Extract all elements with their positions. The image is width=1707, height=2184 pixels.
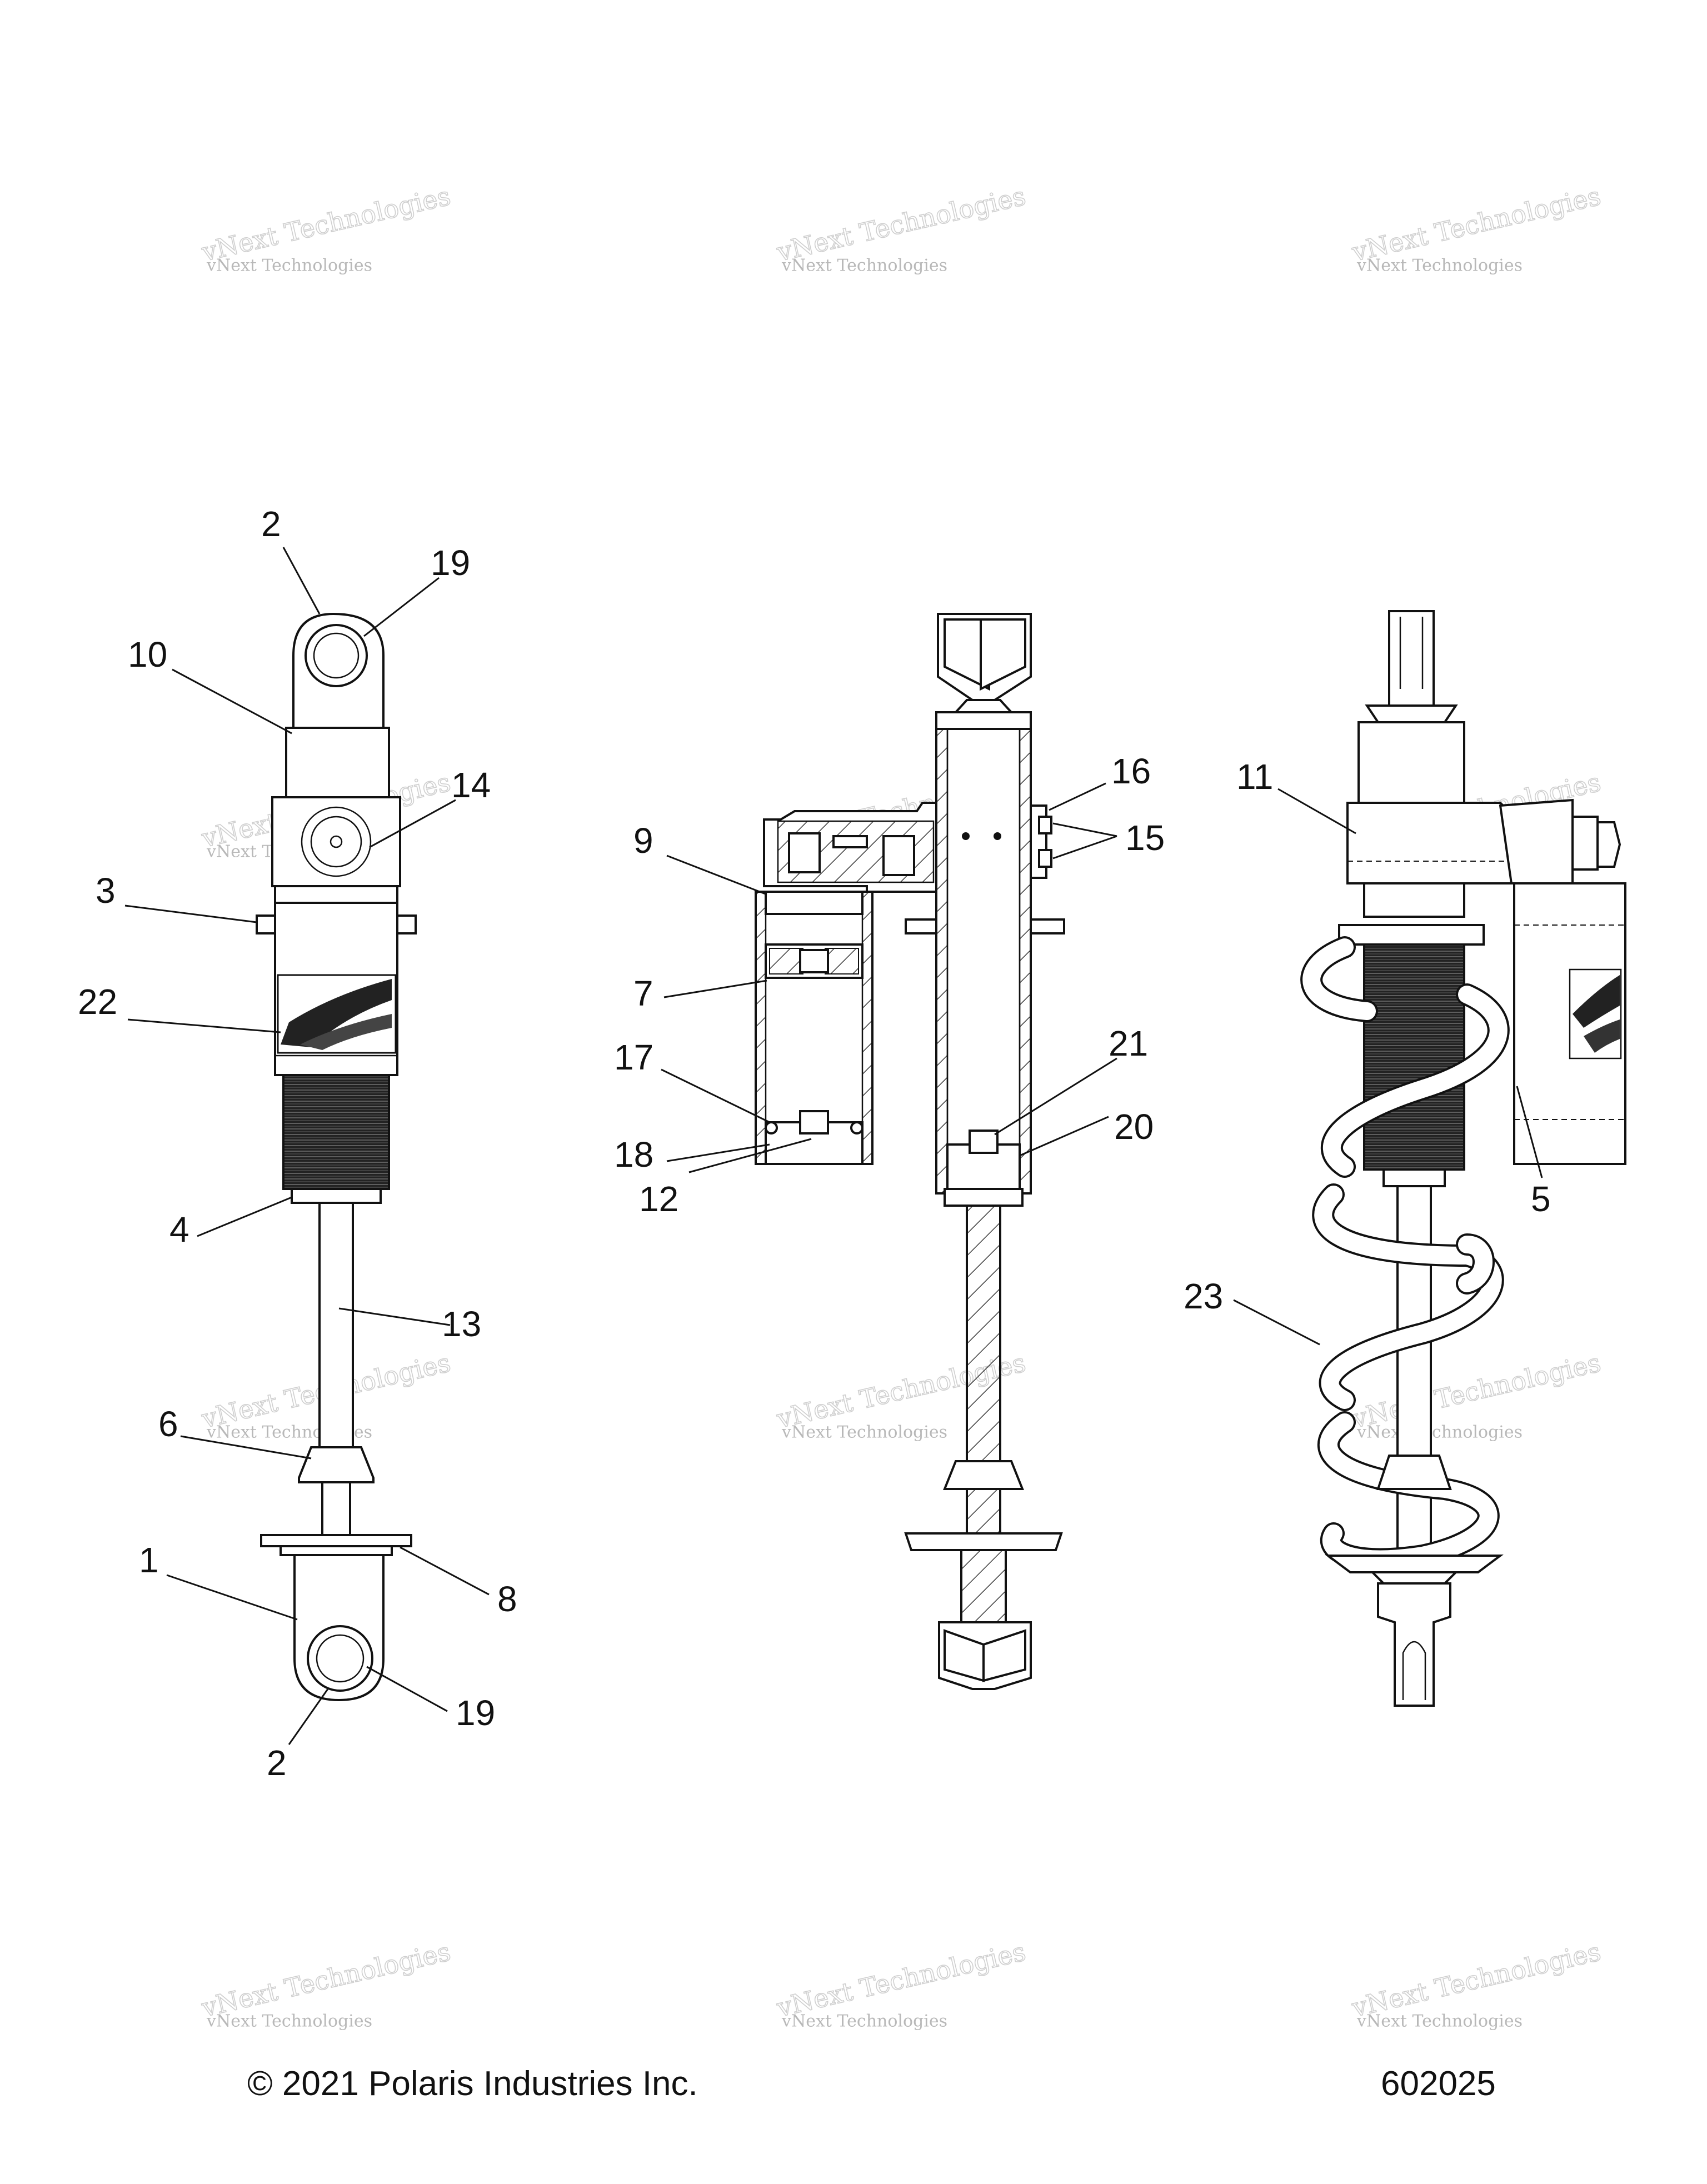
shock-exterior-view <box>256 612 417 1702</box>
callout-21: 21 <box>1109 1023 1148 1063</box>
callout-13: 13 <box>442 1304 481 1344</box>
assembly-lower-seat <box>1325 1555 1504 1573</box>
section-shaft <box>966 1205 1001 1462</box>
bushing-19-bottom <box>307 1625 373 1692</box>
leader-lines <box>124 547 1543 1745</box>
callout-23: 23 <box>1184 1276 1223 1316</box>
callout-1: 1 <box>139 1540 159 1580</box>
svg-text:vNext Technologies: vNext Technologies <box>198 181 453 267</box>
callout-2-top: 2 <box>261 504 281 544</box>
svg-text:vNext Technologies: vNext Technologies <box>781 2012 947 2031</box>
callout-7: 7 <box>633 973 653 1013</box>
svg-text:vNext Technologies: vNext Technologies <box>1349 1936 1603 2023</box>
svg-text:vNext Technologies: vNext Technologies <box>773 181 1028 267</box>
drawing-number: 602025 <box>1381 2065 1496 2103</box>
reservoir-head-11 <box>1346 802 1513 884</box>
bumper-6 <box>298 1446 375 1483</box>
svg-text:vNext Technologies: vNext Technologies <box>781 1423 947 1442</box>
oring-17 <box>765 1121 778 1135</box>
callout-10: 10 <box>128 634 167 674</box>
assembly-threads <box>1363 943 1465 1171</box>
seal-head-4 <box>291 1188 382 1204</box>
shock-cross-section-view <box>755 613 1065 1690</box>
svg-text:vNext Technologies: vNext Technologies <box>1349 181 1603 267</box>
svg-text:vNext Technologies: vNext Technologies <box>1349 1347 1603 1434</box>
assembly-bottom-eyelet <box>1377 1582 1451 1707</box>
callout-9: 9 <box>633 821 653 861</box>
svg-text:vNext Technologies: vNext Technologies <box>206 2012 372 2031</box>
svg-text:vNext Technologies: vNext Technologies <box>1356 2012 1523 2031</box>
svg-text:vNext Technologies: vNext Technologies <box>198 1936 453 2023</box>
piston-nut-21 <box>969 1130 999 1154</box>
callout-5: 5 <box>1531 1179 1551 1219</box>
svg-text:vNext Technologies: vNext Technologies <box>773 1936 1028 2023</box>
svg-text:vNext Technologies: vNext Technologies <box>781 256 947 276</box>
svg-text:vNext Technologies: vNext Technologies <box>1356 256 1523 276</box>
threaded-sleeve <box>282 1074 390 1190</box>
shock-assembled-view <box>1300 610 1626 1707</box>
body-cap <box>285 727 390 798</box>
watermark: vNext Technologies vNext Technologies <box>198 180 454 276</box>
callout-17: 17 <box>614 1037 653 1077</box>
copyright-notice: © 2021 Polaris Industries Inc. <box>247 2065 698 2103</box>
callout-6: 6 <box>158 1404 178 1444</box>
callout-14: 14 <box>451 765 491 805</box>
bushing-19-top <box>305 624 368 687</box>
callout-2-bottom: 2 <box>267 1743 287 1783</box>
section-cylinder <box>935 728 1032 1195</box>
callout-16: 16 <box>1111 751 1151 791</box>
callout-22: 22 <box>78 982 117 1022</box>
callout-20: 20 <box>1114 1107 1154 1147</box>
watermark: vNext Technologies vNext Technologies <box>773 1936 1029 2031</box>
callout-19-top: 19 <box>431 543 470 583</box>
preload-ring <box>1338 924 1485 946</box>
svg-text:vNext Technologies: vNext Technologies <box>206 256 372 276</box>
callout-3: 3 <box>96 871 116 911</box>
callout-15: 15 <box>1125 818 1165 858</box>
watermark: vNext Technologies vNext Technologies <box>1349 1936 1604 2031</box>
callout-labels: 2 19 10 14 3 22 4 13 6 8 1 19 2 9 7 17 1… <box>78 504 1551 1783</box>
watermark: vNext Technologies vNext Technologies <box>1349 180 1604 276</box>
callout-19-bottom: 19 <box>456 1693 495 1733</box>
watermark: vNext Technologies vNext Technologies <box>773 180 1029 276</box>
callout-4: 4 <box>169 1210 189 1250</box>
mount-pin-3 <box>256 914 276 934</box>
callout-12: 12 <box>639 1179 678 1219</box>
callout-8: 8 <box>497 1579 517 1619</box>
callout-18: 18 <box>614 1135 653 1175</box>
shaft-13 <box>318 1202 354 1448</box>
watermark: vNext Technologies vNext Technologies <box>198 1936 454 2031</box>
assembly-top-eyelet <box>1388 610 1435 707</box>
callout-11: 11 <box>1236 757 1273 797</box>
svg-text:vNext Technologies: vNext Technologies <box>1356 1423 1523 1442</box>
assembly-cap-body <box>1357 721 1465 804</box>
spring-seat-8 <box>260 1534 412 1547</box>
